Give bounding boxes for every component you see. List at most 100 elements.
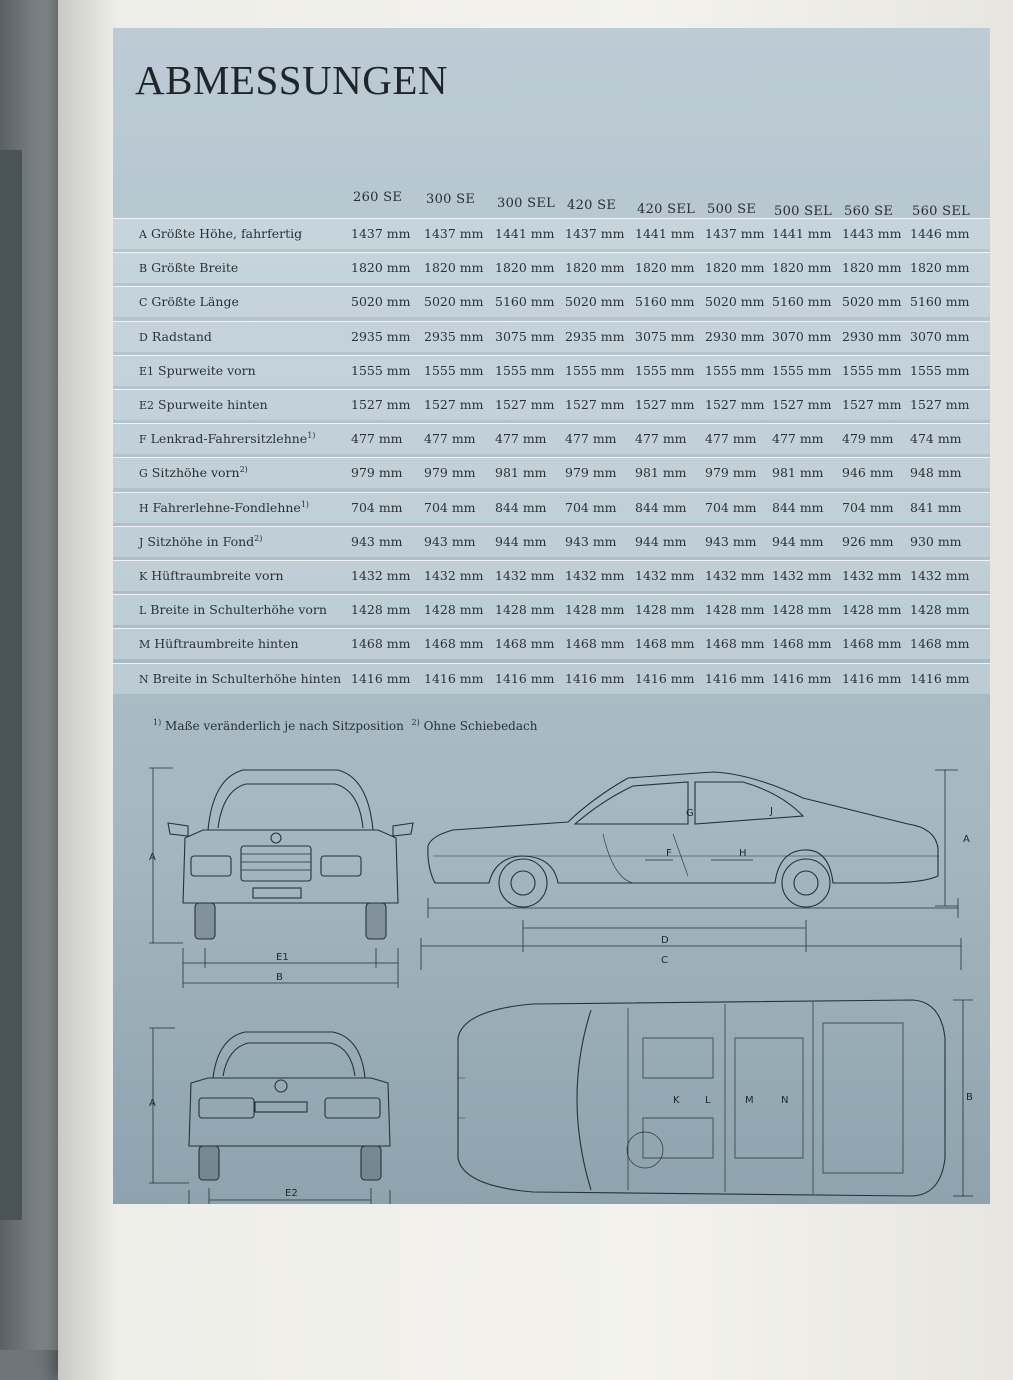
table-cell: 1820 mm xyxy=(351,260,411,276)
table-cell: 1432 mm xyxy=(635,568,695,583)
table-cell: 1468 mm xyxy=(635,636,695,652)
table-cell: 1820 mm xyxy=(495,260,555,276)
row-letter: G xyxy=(139,467,148,481)
rear-view-drawing: A E2 B xyxy=(149,1027,391,1204)
row-label: E2 Spurweite hinten xyxy=(139,397,268,412)
footnote-mark-2: 2) xyxy=(411,718,420,727)
label-E1: E1 xyxy=(276,952,289,963)
table-cell: 1416 mm xyxy=(635,670,695,686)
label-B-front: B xyxy=(276,972,283,983)
model-header: 300 SEL xyxy=(497,196,556,211)
table-cell: 1468 mm xyxy=(424,636,484,652)
footnotes: 1) Maße veränderlich je nach Sitzpositio… xyxy=(153,718,537,733)
table-cell: 841 mm xyxy=(910,499,962,515)
page-title: ABMESSUNGEN xyxy=(135,57,449,103)
table-cell: 979 mm xyxy=(351,465,403,481)
table-cell: 1428 mm xyxy=(635,602,695,618)
table-cell: 926 mm xyxy=(842,533,894,549)
table-cell: 3075 mm xyxy=(495,328,555,344)
table-cell: 1555 mm xyxy=(842,362,902,378)
table-cell: 944 mm xyxy=(635,533,687,549)
table-cell: 930 mm xyxy=(910,533,962,549)
table-cell: 1555 mm xyxy=(910,362,970,378)
footnote-reference: 1) xyxy=(307,431,316,441)
label-C: C xyxy=(661,955,668,966)
table-cell: 946 mm xyxy=(842,465,894,481)
row-letter: B xyxy=(139,262,148,276)
model-header: 420 SE xyxy=(567,198,617,213)
table-cell: 1820 mm xyxy=(424,260,484,276)
footnote-mark-1: 1) xyxy=(153,718,162,727)
left-page-edge xyxy=(0,0,60,1350)
table-cell: 1437 mm xyxy=(424,226,484,241)
row-label-text: Lenkrad-Fahrersitzlehne xyxy=(150,431,308,447)
table-cell: 5020 mm xyxy=(842,294,902,310)
model-header: 560 SEL xyxy=(912,204,971,219)
model-header: 500 SEL xyxy=(774,204,833,219)
side-view-drawing: A D C G J F H xyxy=(420,769,970,970)
row-label: A Größte Höhe, fahrfertig xyxy=(139,226,302,241)
label-A-side: A xyxy=(963,834,970,845)
table-cell: 704 mm xyxy=(351,499,403,515)
table-cell: 477 mm xyxy=(351,431,403,447)
table-cell: 1441 mm xyxy=(495,226,555,241)
table-cell: 2930 mm xyxy=(842,328,902,344)
footnote-reference: 1) xyxy=(300,499,310,509)
table-cell: 5160 mm xyxy=(772,294,832,310)
label-E2: E2 xyxy=(285,1188,298,1199)
label-K: K xyxy=(673,1095,680,1106)
model-header: 560 SE xyxy=(844,204,894,219)
table-cell: 704 mm xyxy=(705,499,757,515)
model-header: 300 SE xyxy=(426,192,476,207)
table-cell: 1468 mm xyxy=(842,636,902,652)
table-cell: 1416 mm xyxy=(842,670,902,686)
table-cell: 1437 mm xyxy=(705,226,765,241)
model-header: 500 SE xyxy=(707,202,757,217)
table-cell: 1437 mm xyxy=(565,226,625,241)
row-letter: K xyxy=(139,570,148,583)
table-cell: 943 mm xyxy=(565,533,617,549)
table-cell: 1555 mm xyxy=(351,362,411,378)
footnote-text-1: Maße veränderlich je nach Sitzposition xyxy=(165,719,404,733)
table-cell: 474 mm xyxy=(910,431,962,447)
label-G: G xyxy=(686,808,694,819)
row-label: K Hüftraumbreite vorn xyxy=(139,568,284,583)
table-cell: 944 mm xyxy=(495,533,547,549)
table-cell: 1527 mm xyxy=(705,397,765,412)
table-cell: 477 mm xyxy=(495,431,547,447)
table-cell: 1416 mm xyxy=(910,670,970,686)
table-cell: 477 mm xyxy=(635,431,687,447)
row-label-text: Breite in Schulterhöhe vorn xyxy=(150,602,327,618)
table-cell: 1428 mm xyxy=(772,602,832,618)
table-cell: 5020 mm xyxy=(705,294,765,310)
row-letter: F xyxy=(139,433,147,447)
label-F: F xyxy=(666,848,672,859)
table-cell: 1527 mm xyxy=(495,397,555,412)
table-cell: 1468 mm xyxy=(495,636,555,652)
table-cell: 477 mm xyxy=(565,431,617,447)
table-cell: 1820 mm xyxy=(842,260,902,276)
table-cell: 1432 mm xyxy=(910,568,970,583)
footnote-text-2: Ohne Schiebedach xyxy=(423,719,538,733)
label-B-top: B xyxy=(966,1092,973,1103)
row-label: G Sitzhöhe vorn2) xyxy=(139,465,248,480)
row-label: D Radstand xyxy=(139,329,212,344)
table-cell: 1555 mm xyxy=(705,362,765,378)
table-cell: 5020 mm xyxy=(424,294,484,310)
table-cell: 1527 mm xyxy=(424,397,484,412)
table-cell: 1468 mm xyxy=(772,636,832,652)
table-cell: 1820 mm xyxy=(910,260,970,276)
row-label: M Hüftraumbreite hinten xyxy=(139,636,299,651)
label-J: J xyxy=(769,806,773,817)
table-cell: 5160 mm xyxy=(495,294,555,310)
table-cell: 1820 mm xyxy=(565,260,625,276)
table-cell: 1416 mm xyxy=(424,670,484,686)
table-cell: 844 mm xyxy=(772,499,824,515)
table-cell: 1820 mm xyxy=(635,260,695,276)
table-row: E2 Spurweite hinten 1527 mm 1527 mm 1527 mm… xyxy=(113,389,990,420)
table-cell: 704 mm xyxy=(842,499,894,515)
